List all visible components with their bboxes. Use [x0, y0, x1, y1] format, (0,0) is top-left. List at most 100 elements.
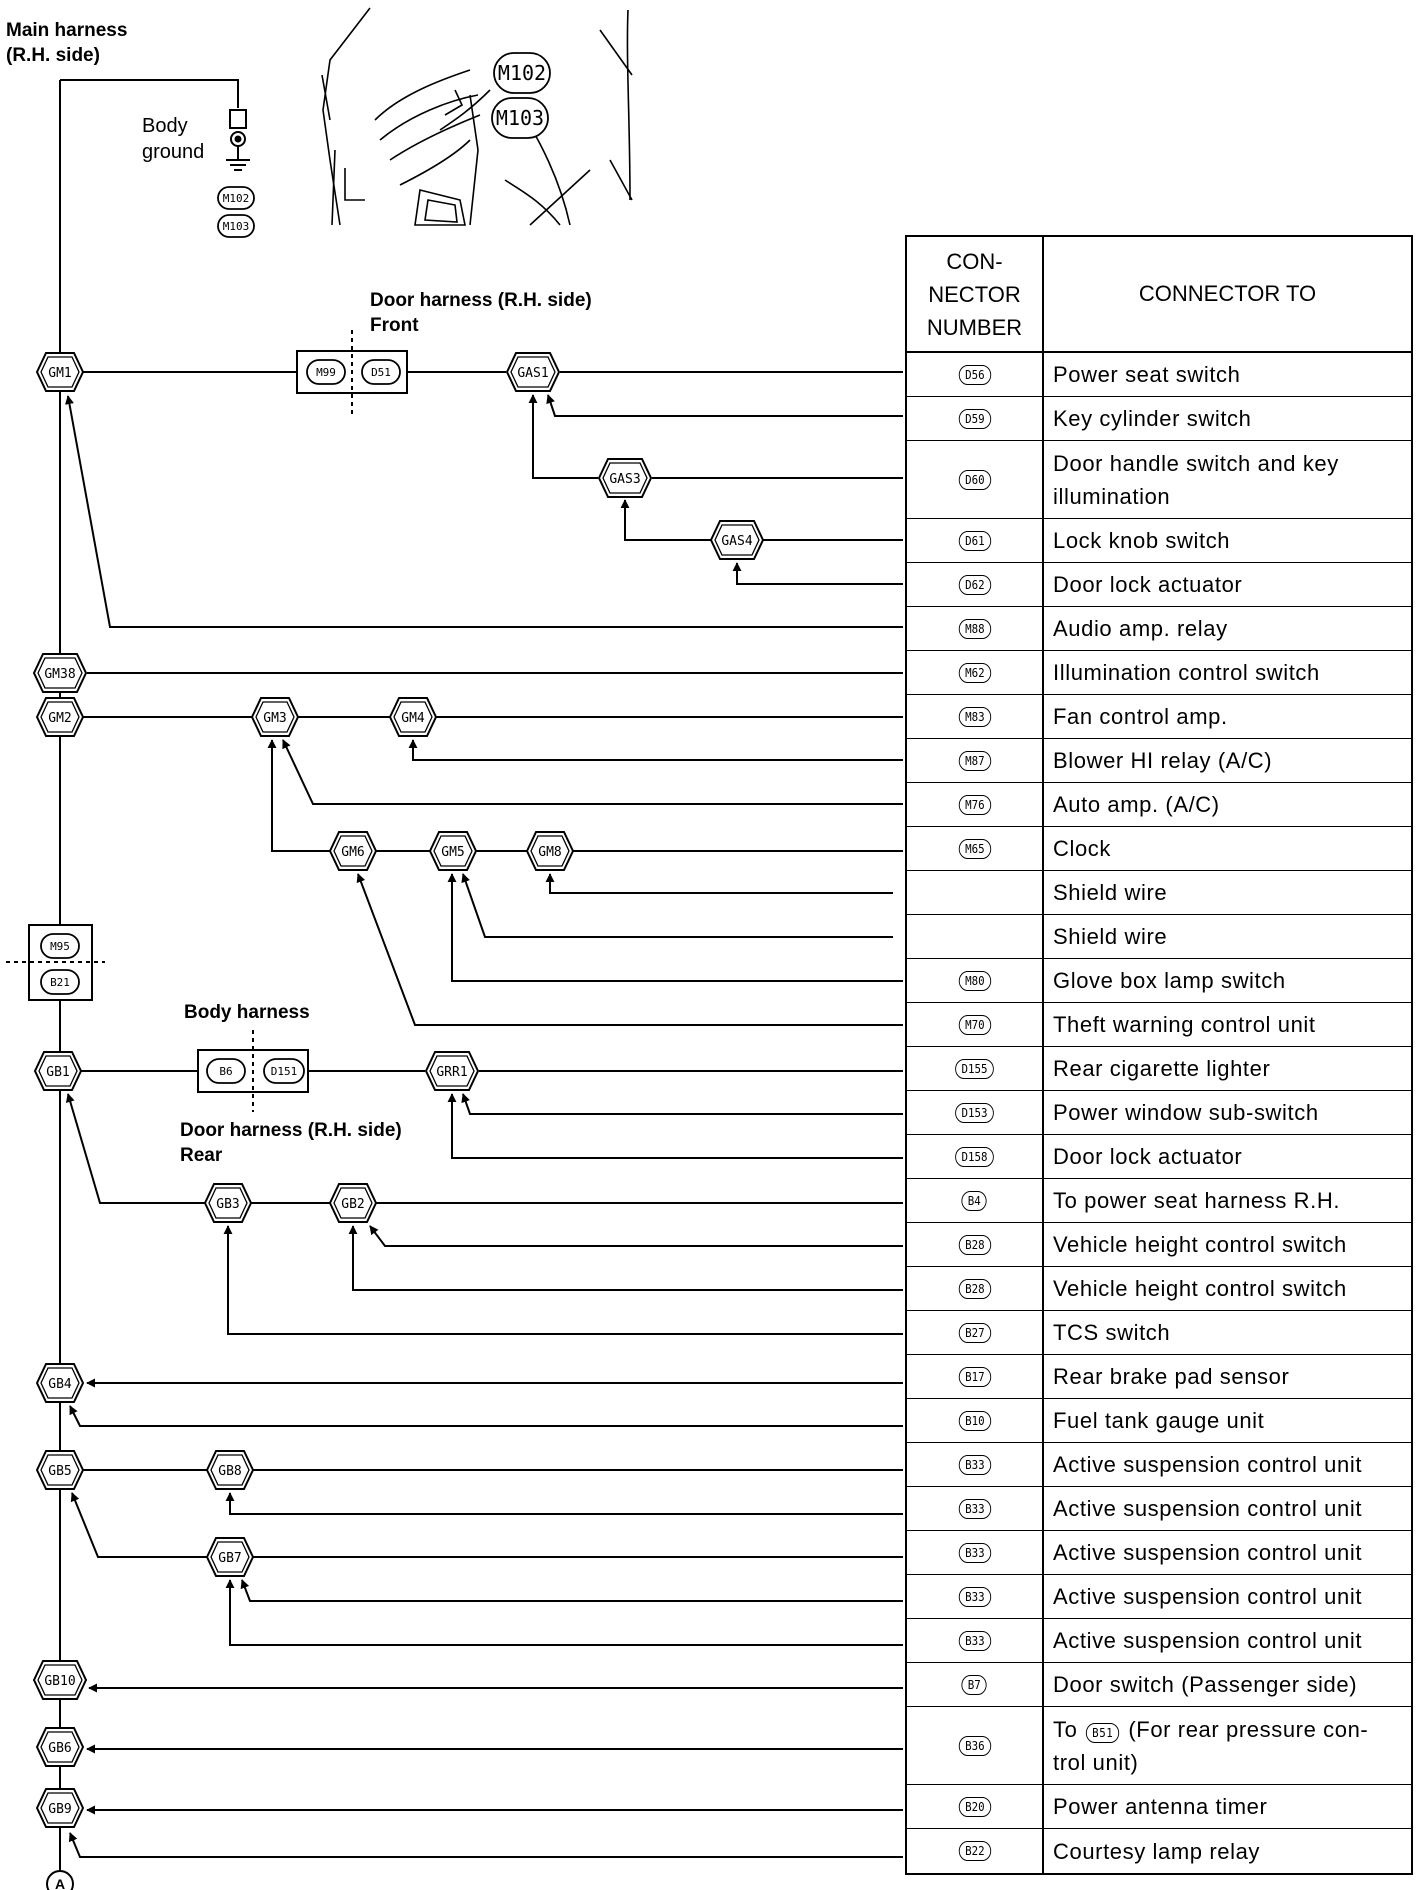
body-ground-label: Body ground [142, 115, 205, 163]
main-harness-label: Main harness (R.H. side) [6, 20, 128, 66]
connector-to-text: Rear brake pad sensor [1053, 1364, 1290, 1389]
junction-node-inner [530, 835, 570, 867]
connector-to-cell: Active suspension control unit [1044, 1575, 1411, 1618]
connector-badge: M88 [958, 618, 991, 639]
connector-number-cell: D158 [907, 1135, 1044, 1178]
connector-to-text: Lock knob switch [1053, 528, 1231, 553]
junction-node-inner [255, 701, 295, 733]
junction-node-inner [433, 835, 473, 867]
connector-number-cell: M87 [907, 739, 1044, 782]
connector-number-cell: B7 [907, 1663, 1044, 1706]
door-harness-front-label: Door harness (R.H. side) Front [370, 290, 592, 336]
connector-pill-label: B6 [219, 1065, 232, 1078]
junction-label: GM3 [263, 711, 286, 726]
connector-number-cell: B36 [907, 1707, 1044, 1784]
wire [282, 739, 903, 805]
connector-pill [306, 359, 346, 385]
connector-badge: B27 [958, 1322, 991, 1343]
junction-node-inner [393, 701, 433, 733]
connector-to-cell: Door lock actuator [1044, 1135, 1411, 1178]
connector-to-text: Theft warning control unit [1053, 1012, 1316, 1037]
connector-pill [40, 933, 80, 959]
connector-to-text: Power window sub-switch [1053, 1100, 1319, 1125]
junction-node-inner [208, 1187, 248, 1219]
wire [546, 394, 903, 417]
connector-to-cell: Power seat switch [1044, 353, 1411, 396]
connector-badge: D62 [958, 574, 991, 595]
junction-node-inner [602, 462, 648, 494]
junction-node-inner [37, 1664, 83, 1696]
junction-node [505, 352, 561, 392]
connector-to-cell: Lock knob switch [1044, 519, 1411, 562]
table-row: M88 Audio amp. relay [907, 607, 1411, 651]
junction-node-inner [38, 1055, 78, 1087]
connector-to-text: Glove box lamp switch [1053, 968, 1286, 993]
junction-label: GB10 [44, 1674, 75, 1689]
connector-badge: M87 [958, 750, 991, 771]
connector-number-cell: B33 [907, 1619, 1044, 1662]
junction-label: GB9 [48, 1802, 71, 1817]
junction-label: GB3 [216, 1197, 239, 1212]
connector-to-text: Fuel tank gauge unit [1053, 1408, 1265, 1433]
header-connector-to: CONNECTOR TO [1138, 281, 1317, 306]
connector-number-cell: B20 [907, 1785, 1044, 1828]
connector-to-cell: Active suspension control unit [1044, 1487, 1411, 1530]
connector-to-cell: Courtesy lamp relay [1044, 1829, 1411, 1873]
connector-number-cell: B28 [907, 1223, 1044, 1266]
connector-to-text: Blower HI relay (A/C) [1053, 748, 1273, 773]
wire [461, 1093, 903, 1115]
connector-badge: B7 [961, 1674, 988, 1695]
junction-label: GB1 [46, 1065, 69, 1080]
junction-node [250, 697, 300, 737]
body-harness-label: Body harness [184, 1002, 310, 1023]
connector-to-cell: Audio amp. relay [1044, 607, 1411, 650]
connector-badge: B28 [958, 1234, 991, 1255]
connector-badge: B33 [958, 1542, 991, 1563]
circle-a [46, 1870, 74, 1890]
connector-number-cell: D155 [907, 1047, 1044, 1090]
junction-node [428, 831, 478, 871]
junction-node-inner [333, 1187, 373, 1219]
connector-badge: B36 [958, 1735, 991, 1756]
junction-label: GB8 [218, 1464, 241, 1479]
connector-to-cell: TCS switch [1044, 1311, 1411, 1354]
connector-to-cell: To B51 (For rear pressure con- trol unit… [1044, 1707, 1411, 1784]
connector-to-text: Active suspension control unit [1053, 1540, 1363, 1565]
junction-label: GB2 [341, 1197, 364, 1212]
connector-to-text: Door lock actuator [1053, 1144, 1243, 1169]
junction-node-inner [333, 835, 373, 867]
wire [348, 1225, 903, 1291]
junction-label: GRR1 [436, 1065, 467, 1080]
junction-label: GB5 [48, 1464, 71, 1479]
connector-badge: B33 [958, 1586, 991, 1607]
connector-pill [361, 359, 401, 385]
wire [447, 1093, 903, 1159]
vehicle-sketch [321, 7, 633, 226]
junction-node [35, 1788, 85, 1828]
connector-pill-label: M99 [316, 366, 336, 379]
wire [240, 1579, 903, 1602]
connector-badge: B4 [961, 1190, 988, 1211]
connector-number-cell [907, 871, 1044, 914]
connector-badge: M80 [958, 970, 991, 991]
ground-terminal [234, 135, 242, 143]
connector-to-cell: Vehicle height control switch [1044, 1267, 1411, 1310]
connector-number-cell: B4 [907, 1179, 1044, 1222]
connector-number-cell: B28 [907, 1267, 1044, 1310]
wire [732, 562, 903, 585]
connector-pill-label: M103 [223, 220, 250, 233]
junction-node [32, 653, 88, 693]
table-row: Shield wire [907, 871, 1411, 915]
connector-number-cell: B27 [907, 1311, 1044, 1354]
